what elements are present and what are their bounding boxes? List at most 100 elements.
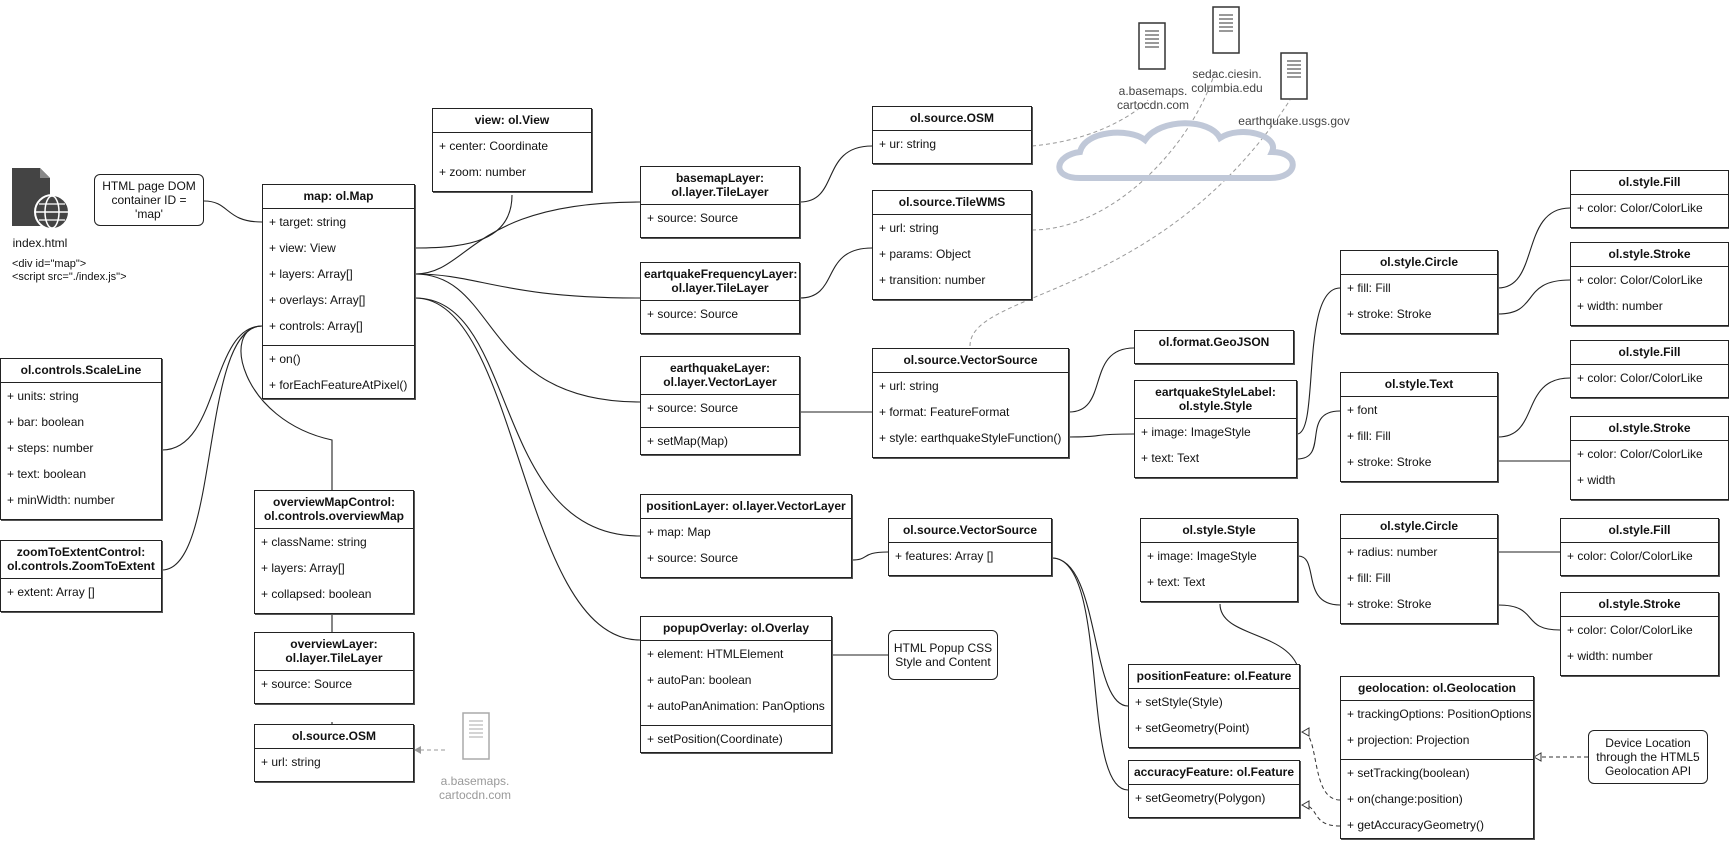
basemaplayer-attr: + source: Source [647,211,739,225]
text1-attr: + fill: Fill [1347,429,1391,443]
geojson-class: ol.format.GeoJSON [1134,330,1294,364]
stroke2-attr: + width [1577,473,1616,487]
tilewms-attr: + url: string [879,221,939,235]
freqlayer-attr: + source: Source [647,307,739,321]
map-attr: + target: string [269,215,347,229]
style2-attr: + image: ImageStyle [1147,549,1257,563]
server-carto-label: a.basemaps. cartocdn.com [1116,84,1190,112]
index-code-line2: <script src="./index.js"> [12,271,127,283]
popup-attr: + element: HTMLElement [647,647,784,661]
fill3-title: ol.style.Fill [1561,519,1718,543]
poslayer-class: positionLayer: ol.layer.VectorLayer + ma… [640,494,852,578]
vecsrc1-attr: + style: earthquakeStyleFunction() [879,431,1062,445]
server-usgs-label: earthquake.usgs.gov [1238,114,1350,128]
scaleline-attr: + steps: number [7,441,94,455]
overviewmap-attr: + className: string [261,535,367,549]
vecsrc2-title: ol.source.VectorSource [889,519,1051,543]
style2-class: ol.style.Style + image: ImageStyle + tex… [1140,518,1298,602]
popup-note: HTML Popup CSS Style and Content [888,630,998,680]
geojson-title: ol.format.GeoJSON [1158,335,1270,349]
vecsrc2-attr: + features: Array [] [895,549,994,563]
osm-top-class: ol.source.OSM + ur: string [872,106,1032,164]
fill3-attr: + color: Color/ColorLike [1567,549,1693,563]
popup-title: popupOverlay: ol.Overlay [641,617,831,641]
fill1-title: ol.style.Fill [1571,171,1728,195]
posfeature-class: positionFeature: ol.Feature + setStyle(S… [1128,664,1300,748]
zoomtoextent-attr: + extent: Array [] [7,585,95,599]
circle1-class: ol.style.Circle + fill: Fill + stroke: S… [1340,250,1498,334]
eqstyle-attr: + text: Text [1141,451,1200,465]
popup-class: popupOverlay: ol.Overlay + element: HTML… [640,616,832,753]
view-title: view: ol.View [433,109,591,133]
map-method: + forEachFeatureAtPixel() [269,378,408,392]
fill1-class: ol.style.Fill + color: Color/ColorLike [1570,170,1729,228]
scaleline-title: ol.controls.ScaleLine [1,359,161,383]
freqlayer-class: eartquakeFrequencyLayer: ol.layer.TileLa… [640,262,800,334]
zoomtoextent-class: zoomToExtentControl: ol.controls.ZoomToE… [0,540,162,612]
text1-class: ol.style.Text + font + fill: Fill + stro… [1340,372,1498,482]
accfeature-title: accuracyFeature: ol.Feature [1129,761,1299,785]
index-code-line1: <div id="map"> [12,258,87,270]
geoloc-attr: + projection: Projection [1347,733,1470,747]
stroke2-title: ol.style.Stroke [1571,417,1728,441]
map-attr: + overlays: Array[] [269,293,366,307]
scaleline-attr: + text: boolean [7,467,87,481]
posfeature-method: + setStyle(Style) [1135,695,1223,709]
stroke3-title: ol.style.Stroke [1561,593,1718,617]
stroke1-attr: + width: number [1577,299,1663,313]
osm-top-title: ol.source.OSM [873,107,1031,131]
eqlayer-attr: + source: Source [647,401,739,415]
scaleline-attr: + minWidth: number [7,493,115,507]
geoloc-class: geolocation: ol.Geolocation + trackingOp… [1340,676,1534,839]
geoloc-attr: + trackingOptions: PositionOptions [1347,707,1532,721]
stroke1-attr: + color: Color/ColorLike [1577,273,1703,287]
circle2-title: ol.style.Circle [1341,515,1497,539]
vecsrc1-attr: + url: string [879,379,939,393]
circle2-class: ol.style.Circle + radius: number + fill:… [1340,514,1498,624]
tilewms-attr: + transition: number [879,273,986,287]
popup-method: + setPosition(Coordinate) [647,732,783,746]
server-icon [462,712,490,760]
accfeature-class: accuracyFeature: ol.Feature + setGeometr… [1128,760,1300,818]
overviewmap-class: overviewMapControl: ol.controls.overview… [254,490,414,614]
style2-title: ol.style.Style [1141,519,1297,543]
fill1-attr: + color: Color/ColorLike [1577,201,1703,215]
basemaplayer-title: basemapLayer: ol.layer.TileLayer [641,167,799,205]
view-class: view: ol.View + center: Coordinate + zoo… [432,108,592,192]
freqlayer-title: eartquakeFrequencyLayer: ol.layer.TileLa… [641,263,799,301]
scaleline-attr: + units: string [7,389,79,403]
overviewlayer-attr: + source: Source [261,677,353,691]
stroke2-class: ol.style.Stroke + color: Color/ColorLike… [1570,416,1729,500]
fill2-class: ol.style.Fill + color: Color/ColorLike [1570,340,1729,398]
posfeature-title: positionFeature: ol.Feature [1129,665,1299,689]
style2-attr: + text: Text [1147,575,1206,589]
vecsrc1-attr: + format: FeatureFormat [879,405,1010,419]
view-attr: + zoom: number [439,165,527,179]
geoloc-title: geolocation: ol.Geolocation [1341,677,1533,701]
overviewmap-attr: + collapsed: boolean [261,587,372,601]
server-icon [1280,52,1308,100]
map-title: map: ol.Map [263,185,414,209]
circle1-title: ol.style.Circle [1341,251,1497,275]
html-file-icon [10,166,72,232]
eqstyle-attr: + image: ImageStyle [1141,425,1251,439]
osm-bottom-attr: + url: string [261,755,321,769]
popup-attr: + autoPan: boolean [647,673,752,687]
map-attr: + view: View [269,241,336,255]
popup-attr: + autoPanAnimation: PanOptions [647,699,825,713]
tilewms-title: ol.source.TileWMS [873,191,1031,215]
index-file-label: index.html [12,236,68,250]
fill2-attr: + color: Color/ColorLike [1577,371,1703,385]
eqstyle-title: eartquakeStyleLabel: ol.style.Style [1135,381,1296,419]
eqlayer-title: earthquakeLayer: ol.layer.VectorLayer [641,357,799,395]
circle1-attr: + fill: Fill [1347,281,1391,295]
scaleline-class: ol.controls.ScaleLine + units: string + … [0,358,162,520]
posfeature-method: + setGeometry(Point) [1135,721,1250,735]
stroke2-attr: + color: Color/ColorLike [1577,447,1703,461]
overviewmap-title: overviewMapControl: ol.controls.overview… [255,491,413,529]
fill3-class: ol.style.Fill + color: Color/ColorLike [1560,518,1719,576]
stroke1-title: ol.style.Stroke [1571,243,1728,267]
text1-attr: + font [1347,403,1378,417]
geoloc-method: + setTracking(boolean) [1347,766,1470,780]
